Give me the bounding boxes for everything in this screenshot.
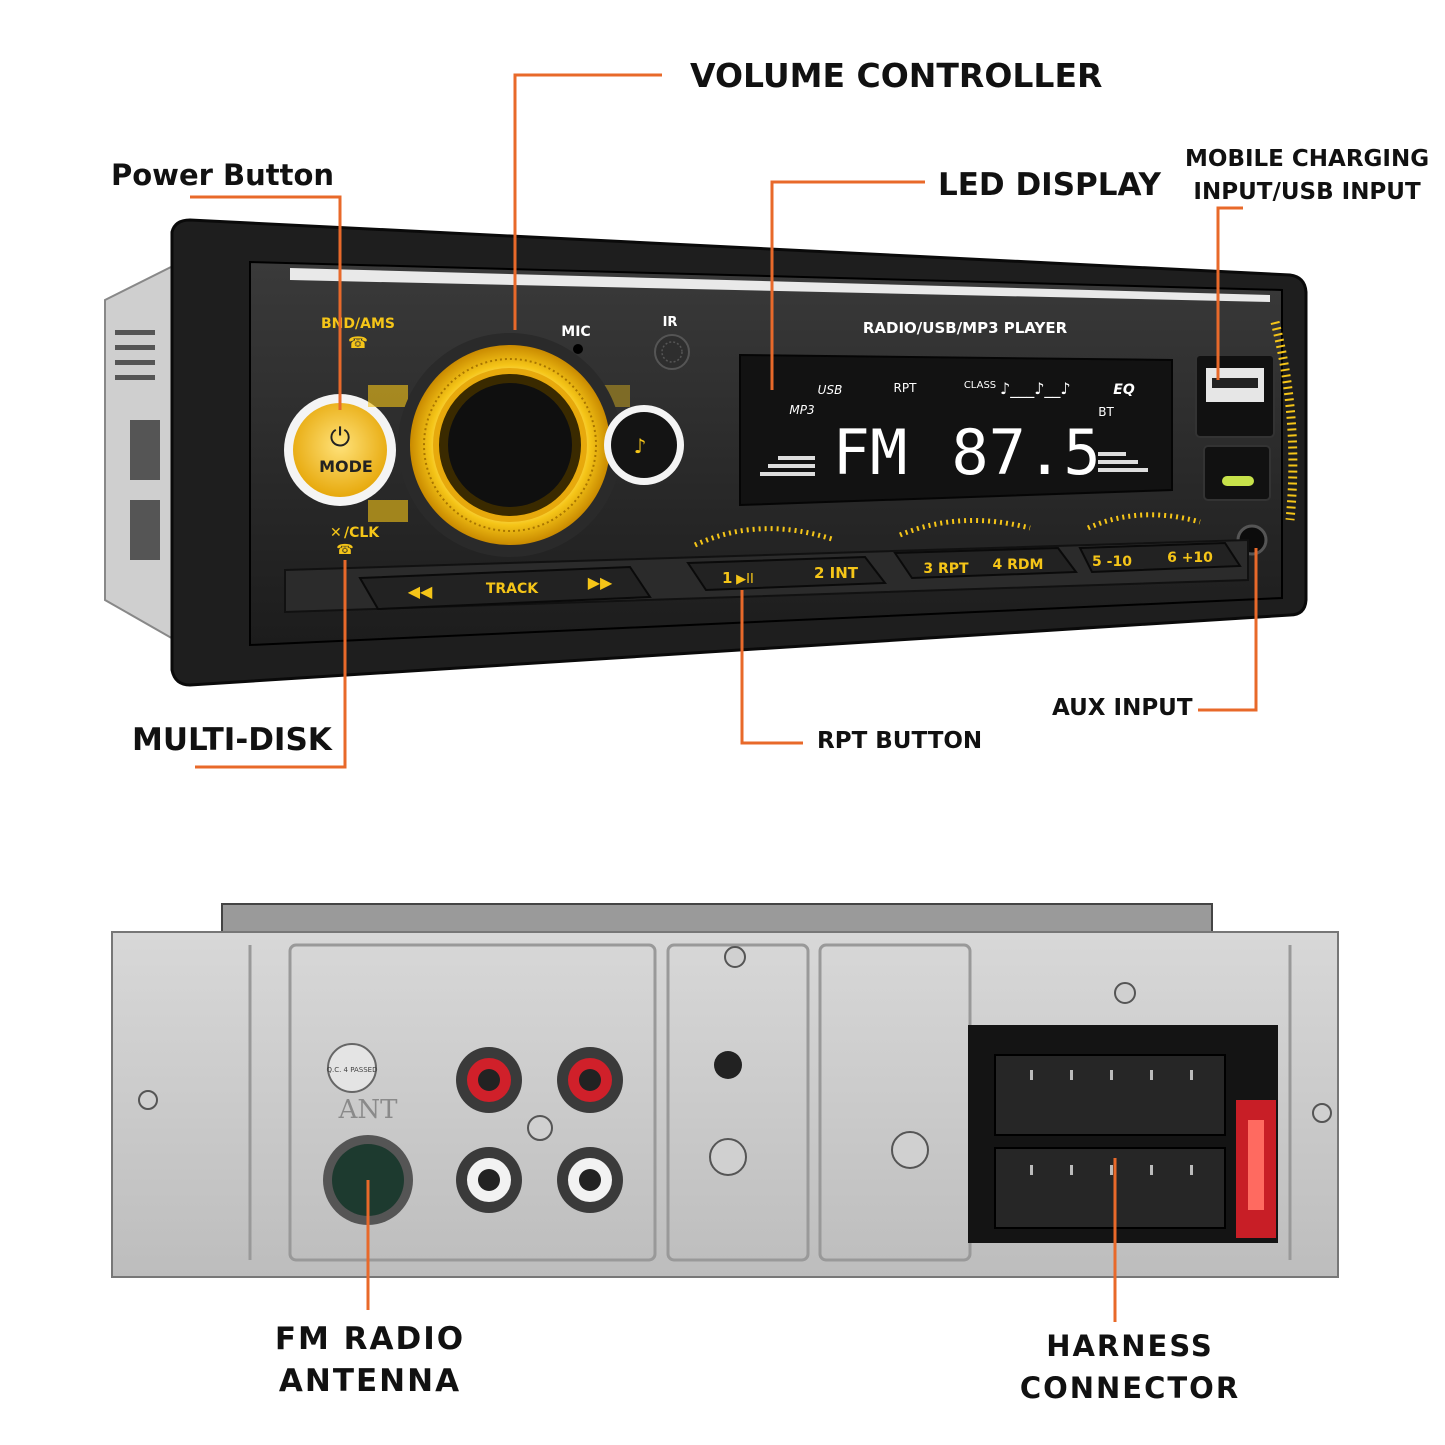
leader-rpt <box>740 590 803 745</box>
callout-mobile-charging: MOBILE CHARGING INPUT/USB INPUT <box>1185 143 1429 209</box>
callout-mobile-line2: INPUT/USB INPUT <box>1193 179 1421 205</box>
button-5-6[interactable]: 5 -10 6 +10 <box>1078 541 1242 574</box>
button-3-label: 3 RPT <box>923 561 969 577</box>
usb-port[interactable] <box>1195 354 1275 438</box>
display-band: FM <box>833 416 908 489</box>
power-icon: ⏻ <box>330 423 351 453</box>
mute-clk-label: /CLK <box>344 525 380 541</box>
display-frequency: 87.5 <box>951 416 1100 489</box>
front-leader-lines <box>190 73 1258 769</box>
mic-label: MIC <box>561 324 590 340</box>
rear-leader-lines <box>366 1158 1117 1322</box>
mount-hole <box>714 1051 742 1079</box>
callout-mobile-line1: MOBILE CHARGING <box>1185 146 1430 172</box>
display-bt: BT <box>1098 405 1114 419</box>
right-edge-glow <box>1270 320 1298 521</box>
hangup-icon: ☎ <box>336 542 353 558</box>
callout-multi-disk: MULTI-DISK <box>132 722 332 758</box>
callout-volume-controller: VOLUME CONTROLLER <box>690 56 1103 95</box>
type-c-port[interactable] <box>1203 445 1271 501</box>
track-label: TRACK <box>486 581 539 597</box>
top-cover <box>221 903 1213 937</box>
knob-dot-pattern <box>368 385 630 522</box>
led-display: USB MP3 RPT CLASS ♪___♪__♪ EQ BT FM 87.5 <box>739 353 1173 507</box>
level-meter-right <box>1098 452 1148 472</box>
callout-rpt-button: RPT BUTTON <box>817 728 983 754</box>
leader-usb <box>1216 206 1243 380</box>
next-track-icon: ▶▶ <box>588 573 613 592</box>
callout-harness-line2: CONNECTOR <box>1019 1371 1241 1405</box>
callout-power-button: Power Button <box>111 158 335 192</box>
mute-icon: ✕ <box>330 525 342 541</box>
harness-connector[interactable] <box>968 1025 1278 1243</box>
leader-power <box>190 195 342 410</box>
display-eq: EQ <box>1113 382 1135 398</box>
rca-red-left[interactable] <box>456 1047 522 1113</box>
button-6-label: 6 +10 <box>1167 550 1213 566</box>
top-highlight <box>290 268 1270 302</box>
display-mp3: MP3 <box>789 403 814 417</box>
track-button[interactable]: ◀◀ TRACK ▶▶ <box>358 565 652 611</box>
play-pause-icon: ▶II <box>736 572 754 587</box>
voice-button[interactable]: ♪ <box>604 405 684 485</box>
display-class: CLASS <box>964 380 996 391</box>
button-3-4[interactable]: 3 RPT 4 RDM <box>893 546 1078 580</box>
ir-sensor <box>654 334 690 370</box>
leader-volume <box>513 73 662 330</box>
prev-track-icon: ◀◀ <box>408 582 433 601</box>
model-title: RADIO/USB/MP3 PLAYER <box>863 319 1068 337</box>
button-4-label: 4 RDM <box>993 557 1044 573</box>
callout-aux-input: AUX INPUT <box>1052 695 1193 721</box>
callout-harness-connector: HARNESS CONNECTOR <box>1010 1325 1250 1409</box>
button-2-label: 2 INT <box>814 564 859 582</box>
phone-icon: ☎ <box>348 333 368 352</box>
button-1-label: 1 <box>722 569 732 587</box>
mode-label: MODE <box>319 457 373 476</box>
leader-led <box>770 180 925 390</box>
volume-knob[interactable] <box>398 333 622 557</box>
display-usb: USB <box>818 383 843 397</box>
rca-jacks <box>456 1047 623 1213</box>
button-glow-arcs <box>693 512 1201 548</box>
display-rpt: RPT <box>894 381 918 395</box>
ant-label: ANT <box>338 1095 399 1125</box>
button-1-2[interactable]: 1 ▶II 2 INT <box>686 555 887 592</box>
chassis-vents <box>115 330 160 560</box>
callout-fm-line1: FM RADIO <box>274 1321 466 1357</box>
qc-stamp: Q.C. 4 PASSED <box>326 1043 378 1093</box>
screws <box>138 946 1332 1176</box>
button-5-label: 5 -10 <box>1092 554 1132 570</box>
rca-white-right[interactable] <box>557 1147 623 1213</box>
display-notes-icon: ♪___♪__♪ <box>1000 379 1071 399</box>
callout-fm-antenna: FM RADIO ANTENNA <box>250 1318 490 1402</box>
panel-ribs <box>248 943 1292 1262</box>
leader-multidisk <box>195 560 347 769</box>
ir-label: IR <box>663 315 678 330</box>
qc-stamp-text: Q.C. 4 PASSED <box>326 1066 377 1074</box>
rca-white-left[interactable] <box>456 1147 522 1213</box>
mic-hole <box>573 344 583 354</box>
callout-harness-line1: HARNESS <box>1046 1329 1214 1363</box>
rear-unit: Q.C. 4 PASSED ANT <box>111 903 1339 1278</box>
voice-icon: ♪ <box>634 434 647 458</box>
callout-led-display: LED DISPLAY <box>938 167 1161 203</box>
leader-aux <box>1198 548 1258 712</box>
callout-fm-line2: ANTENNA <box>278 1363 462 1399</box>
front-unit: BND/AMS ☎ ⏻ MODE ♪ M <box>104 218 1308 687</box>
power-mode-button[interactable]: ⏻ MODE <box>284 394 396 506</box>
rca-red-right[interactable] <box>557 1047 623 1113</box>
level-meter-left <box>760 456 815 476</box>
bnd-ams-label: BND/AMS <box>321 316 395 332</box>
